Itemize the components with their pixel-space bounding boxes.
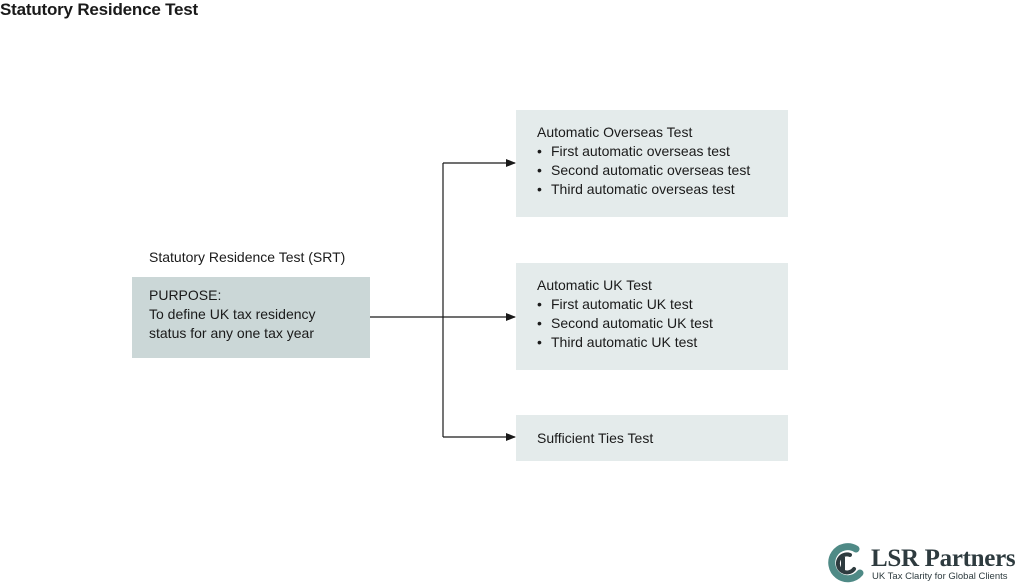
test-title: Automatic UK Test bbox=[537, 277, 652, 293]
test-item-list: First automatic UK test Second automatic… bbox=[537, 295, 788, 352]
purpose-line-1: To define UK tax residency bbox=[149, 306, 316, 322]
logo-name: LSR Partners bbox=[871, 545, 1016, 572]
srt-label: Statutory Residence Test (SRT) bbox=[149, 249, 346, 265]
list-item: First automatic UK test bbox=[537, 295, 788, 314]
lsr-logo-mark-icon bbox=[828, 543, 864, 583]
automatic-overseas-test-box: Automatic Overseas Test First automatic … bbox=[516, 110, 788, 217]
company-logo: LSR Partners UK Tax Clarity for Global C… bbox=[826, 543, 1024, 583]
logo-tagline: UK Tax Clarity for Global Clients bbox=[872, 571, 1008, 582]
page-title: Statutory Residence Test bbox=[0, 0, 198, 19]
list-item: Third automatic overseas test bbox=[537, 180, 788, 199]
list-item: Second automatic overseas test bbox=[537, 161, 788, 180]
list-item: First automatic overseas test bbox=[537, 142, 788, 161]
sufficient-ties-test-box: Sufficient Ties Test bbox=[516, 415, 788, 461]
list-item: Third automatic UK test bbox=[537, 333, 788, 352]
purpose-heading: PURPOSE: bbox=[149, 287, 222, 303]
purpose-line-2: status for any one tax year bbox=[149, 325, 314, 341]
purpose-box: PURPOSE: To define UK tax residency stat… bbox=[132, 277, 370, 358]
test-title: Sufficient Ties Test bbox=[537, 430, 654, 446]
list-item: Second automatic UK test bbox=[537, 314, 788, 333]
test-item-list: First automatic overseas test Second aut… bbox=[537, 142, 788, 199]
test-title: Automatic Overseas Test bbox=[537, 124, 693, 140]
automatic-uk-test-box: Automatic UK Test First automatic UK tes… bbox=[516, 263, 788, 370]
